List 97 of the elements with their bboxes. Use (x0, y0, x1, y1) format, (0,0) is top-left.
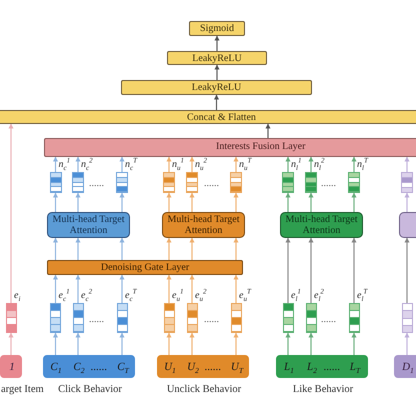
attention-block (47, 212, 130, 238)
arrow (120, 332, 124, 355)
arrow (234, 274, 238, 303)
sigmoid-layer (189, 21, 245, 36)
arrow (352, 332, 356, 355)
input-symbol: D$_{1}$ (402, 360, 414, 373)
input-symbol: U$_{2}$ (187, 360, 199, 373)
arrow (286, 156, 290, 172)
layer-label: Multi-head Target Attention (166, 214, 240, 236)
arrow (166, 156, 172, 172)
input-symbol: ...... (90, 360, 108, 373)
input-symbol: L$_{2}$ (307, 360, 317, 373)
arrow (53, 274, 58, 303)
arrow (308, 238, 314, 303)
layer-label: LeakyReLU (192, 52, 242, 64)
input-symbol: C$_{2}$ (73, 360, 85, 373)
layer-label: Denoising Gate Layer (100, 262, 190, 273)
input-symbol: U$_{T}$ (230, 360, 244, 373)
arrow (166, 192, 172, 212)
arrow (352, 156, 356, 172)
arrow (190, 332, 194, 355)
arrow (190, 192, 194, 212)
input-symbol: C$_{T}$ (117, 360, 129, 373)
arrow (76, 274, 80, 303)
arrow (190, 156, 194, 172)
input-symbol: C$_{1}$ (50, 360, 62, 373)
arrow (120, 192, 124, 212)
arrow (286, 332, 290, 355)
arrow (214, 36, 220, 51)
arrow (404, 238, 410, 303)
embedding-vector (401, 172, 413, 193)
arrow (308, 156, 314, 172)
concat-layer (0, 110, 416, 124)
arrow (190, 274, 194, 303)
attention-block (280, 212, 363, 238)
attention-block (162, 212, 245, 238)
fusion-layer (44, 138, 416, 157)
arrow (286, 192, 290, 212)
layer-label: Concat & Flatten (187, 112, 256, 122)
arrow (166, 332, 172, 355)
arrow (404, 156, 410, 172)
arrow (76, 156, 80, 172)
dense-layer (167, 51, 267, 65)
ellipsis: ...... (204, 178, 219, 189)
input-symbol: L$_{T}$ (350, 360, 360, 373)
ellipsis: ...... (89, 178, 104, 189)
arrow (266, 124, 270, 138)
vector-label: e$_{i}$ (14, 291, 20, 301)
arrow (120, 238, 124, 260)
arrow (404, 332, 410, 355)
arrow (53, 192, 58, 212)
arrow (234, 332, 238, 355)
arrow (308, 332, 314, 355)
arrow (53, 332, 58, 355)
arrow (166, 274, 172, 303)
arrow (234, 192, 238, 212)
arrow (120, 274, 124, 303)
ellipsis: ...... (89, 314, 104, 325)
arrow (308, 192, 314, 212)
arrow (8, 332, 14, 355)
arrow (234, 156, 238, 172)
arrow (214, 94, 219, 110)
arrow (234, 238, 238, 260)
arrow (404, 192, 410, 212)
arrow (352, 238, 356, 303)
embedding-vector (402, 303, 412, 333)
dense-layer (121, 80, 312, 95)
layer-label: Sigmoid (200, 23, 234, 34)
group-caption: Unclick Behavior (166, 384, 242, 396)
arrow (166, 238, 172, 260)
ellipsis: ...... (204, 314, 219, 325)
arrow (286, 238, 290, 303)
layer-label: LeakyReLU (192, 82, 242, 93)
layer-label: Multi-head Target Attention (284, 214, 358, 236)
input-symbol: L$_{1}$ (284, 360, 294, 373)
layer-label: Multi-head Target Attention (52, 214, 126, 236)
arrow (53, 238, 58, 260)
arrow (76, 238, 80, 260)
arrow (190, 238, 194, 260)
arrow (120, 156, 124, 172)
arrow (53, 156, 58, 172)
group-caption: arget Item (1, 384, 44, 396)
input-symbol: ...... (204, 360, 222, 373)
input-symbol: 1 (9, 360, 15, 373)
arrow (214, 64, 220, 80)
arrow (8, 124, 14, 303)
gate-layer (47, 260, 243, 275)
arrow (352, 192, 356, 212)
layer-label: Interests Fusion Layer (216, 141, 306, 152)
ellipsis: ...... (321, 178, 336, 189)
group-caption: Click Behavior (58, 384, 122, 396)
arrow (76, 192, 80, 212)
input-symbol: U$_{1}$ (164, 360, 176, 373)
ellipsis: ...... (321, 314, 336, 325)
input-symbol: ...... (324, 360, 340, 373)
arrow (76, 332, 80, 355)
group-caption: Like Behavior (292, 384, 354, 396)
